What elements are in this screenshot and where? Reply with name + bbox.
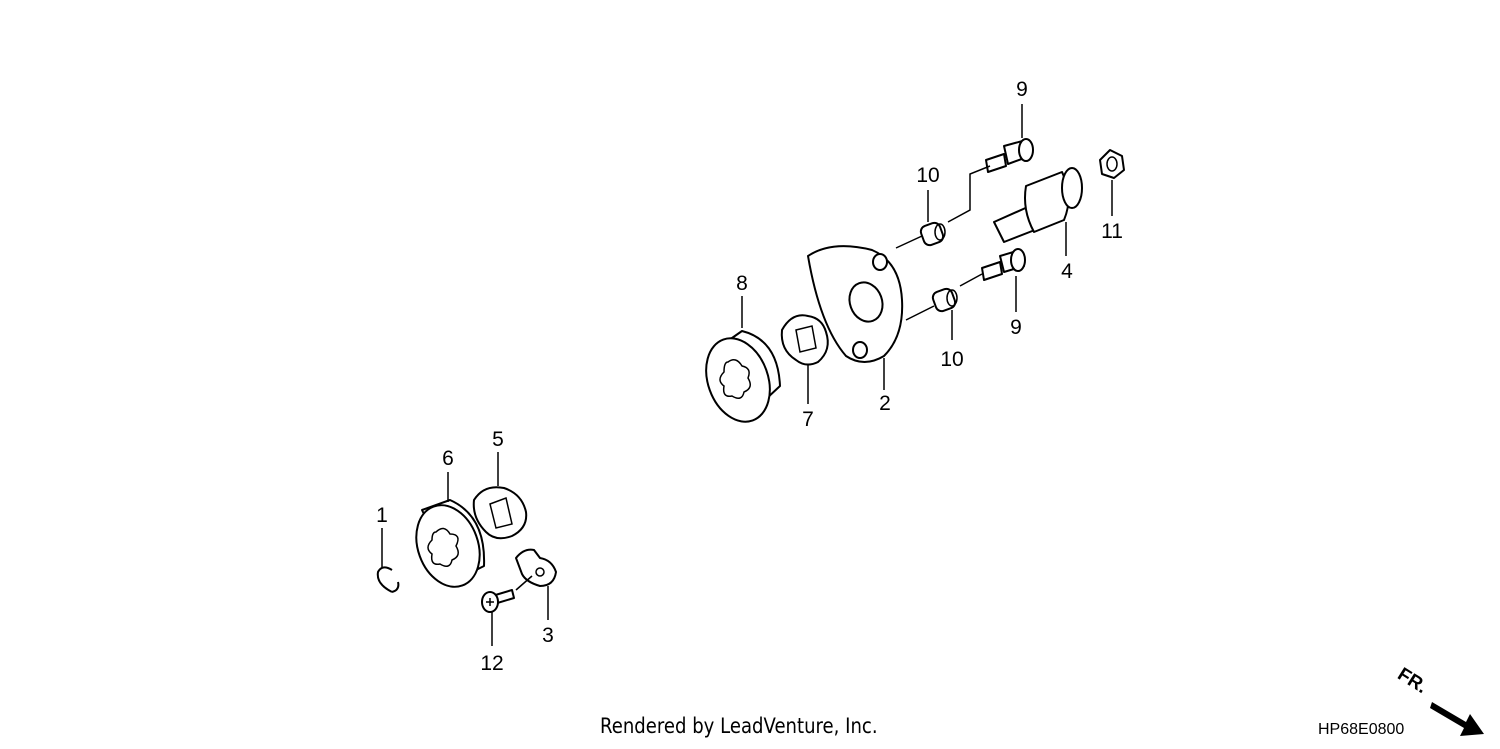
diagram-code: HP68E0800 — [1318, 721, 1405, 738]
callout-6: 6 — [442, 447, 454, 470]
callout-2: 2 — [879, 392, 891, 415]
part-3-plate — [515, 548, 557, 587]
callout-3: 3 — [542, 624, 554, 647]
callout-12: 12 — [480, 652, 503, 675]
part-5-inner-rotor — [472, 486, 528, 540]
callout-10-lower: 10 — [940, 348, 963, 371]
callout-11: 11 — [1101, 220, 1123, 243]
arrow-icon — [1430, 702, 1484, 736]
leader-lines — [381, 104, 1113, 646]
part-2-pump-cover — [807, 245, 904, 363]
part-10-dowel-pin-upper — [919, 221, 946, 247]
part-6-outer-rotor — [415, 499, 486, 588]
part-9-bolt-lower — [981, 248, 1026, 281]
callout-7: 7 — [802, 408, 814, 431]
part-8-outer-rotor — [705, 330, 781, 423]
callout-5: 5 — [492, 428, 504, 451]
footer-credit: Rendered by LeadVenture, Inc. — [600, 714, 878, 738]
callout-1: 1 — [376, 504, 388, 527]
part-1-circlip — [376, 566, 400, 593]
callout-10-upper: 10 — [916, 164, 939, 187]
callout-8: 8 — [736, 272, 748, 295]
callout-labels: 8 7 2 9 10 4 11 9 10 1 6 5 3 12 — [376, 78, 1123, 675]
callout-4: 4 — [1061, 260, 1073, 283]
part-9-bolt-upper — [985, 138, 1034, 173]
part-11-nut — [1099, 149, 1125, 179]
callout-9-upper: 9 — [1016, 78, 1028, 101]
part-7-inner-rotor — [780, 314, 829, 366]
part-4-pump-shaft — [993, 167, 1083, 243]
callout-9-lower: 9 — [1010, 316, 1022, 339]
part-12-screw — [481, 589, 515, 613]
part-10-dowel-pin-lower — [931, 287, 958, 313]
fr-label: FR. — [1394, 664, 1431, 698]
front-direction-arrow: FR. — [1394, 664, 1484, 736]
